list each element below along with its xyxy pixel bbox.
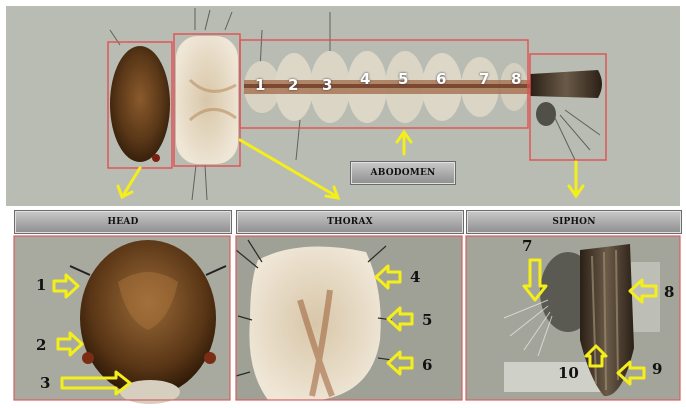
segment-number: 4 — [360, 70, 370, 88]
segment-number: 1 — [255, 76, 265, 94]
callout-number: 2 — [36, 336, 46, 354]
larva-thorax — [176, 36, 238, 164]
siphon-label: SIPHON — [466, 210, 682, 234]
callout-number: 3 — [40, 374, 50, 392]
head-label: HEAD — [14, 210, 232, 234]
thorax-label: THORAX — [236, 210, 464, 234]
segment-number: 7 — [479, 70, 489, 88]
larva-siphon — [530, 70, 602, 98]
callout-number: 5 — [422, 311, 432, 329]
callout-number: 9 — [652, 360, 662, 378]
callout-number: 8 — [664, 283, 674, 301]
larva-head — [110, 46, 170, 162]
callout-number: 7 — [522, 237, 532, 255]
segment-number: 2 — [288, 76, 298, 94]
abdomen-label: ABODOMEN — [350, 161, 456, 185]
callout-number: 6 — [422, 356, 432, 374]
segment-number: 8 — [511, 70, 521, 88]
callout-number: 4 — [410, 268, 420, 286]
segment-number: 3 — [322, 76, 332, 94]
segment-number: 5 — [398, 70, 408, 88]
callout-number: 10 — [558, 364, 579, 382]
segment-number: 6 — [436, 70, 446, 88]
callout-number: 1 — [36, 276, 46, 294]
